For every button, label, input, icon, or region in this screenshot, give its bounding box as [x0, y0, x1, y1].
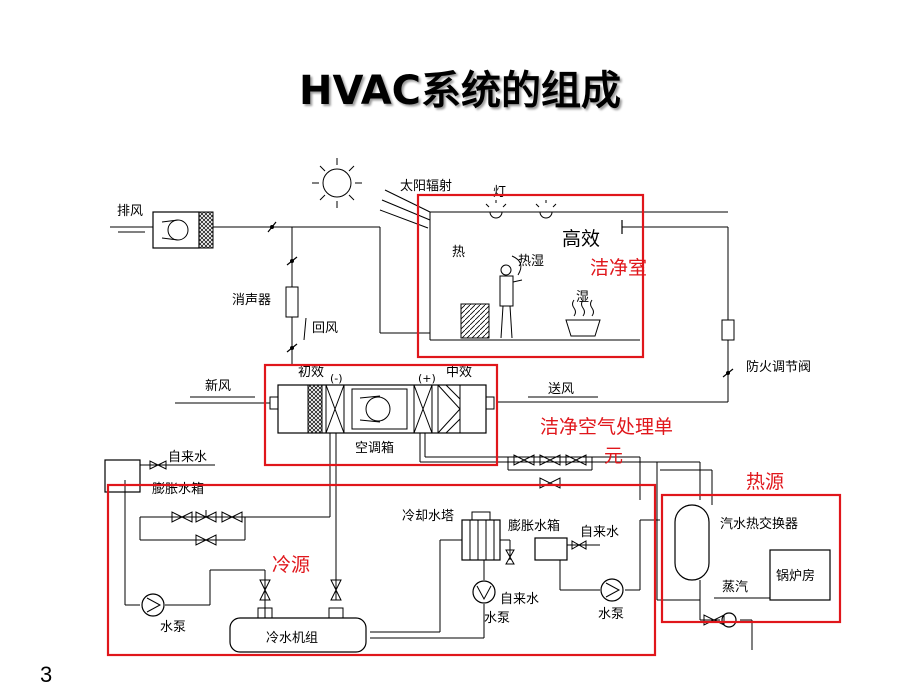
boiler-room-label: 锅炉房: [776, 568, 815, 584]
ahu-label: 空调箱: [355, 440, 394, 456]
fire-damper-valve: [722, 368, 734, 378]
page-number: 3: [40, 662, 53, 687]
expansion-tank-2: [534, 537, 568, 561]
fire-damper-label: 防火调节阀: [746, 359, 811, 375]
person-icon: [499, 255, 523, 339]
primary-filter-label: 初效: [298, 365, 324, 380]
tap-water-label-3: 自来水: [500, 592, 539, 607]
boiler-room: [769, 549, 831, 601]
silencer: [285, 286, 299, 318]
slide-title: HVAC系统的组成: [298, 68, 622, 114]
valve-tap-1: [149, 460, 167, 470]
return-exhaust-duct: [213, 226, 430, 365]
clean-ahu-region: [263, 363, 499, 467]
damper-exhaust: [267, 221, 277, 233]
damper-return-lower: [286, 343, 298, 353]
medium-filter-label: 中效: [446, 365, 472, 380]
chiller-unit: [229, 607, 367, 653]
exhaust-label: 排风: [117, 204, 143, 219]
expansion-tank-label-2: 膨胀水箱: [508, 518, 560, 534]
damper-return-upper: [286, 256, 298, 266]
pump-icon-3: [600, 578, 624, 602]
chiller-label: 冷水机组: [266, 631, 318, 646]
pump-icon-2: [472, 580, 496, 604]
tap-water-label-1: 自来水: [168, 450, 207, 465]
pump-icon-4: [721, 612, 737, 628]
valve-chiller-2: [330, 579, 342, 601]
fresh-air-label: 新风: [205, 378, 231, 394]
valve-group-hot: [513, 454, 587, 489]
cleanroom-region: [416, 193, 645, 359]
positive-pressure-label: (+): [418, 372, 436, 385]
moisture-label: 湿: [576, 290, 589, 305]
clean-ahu-region-label-line2: 元: [604, 445, 623, 467]
heat-source-region-label: 热源: [746, 471, 784, 493]
supply-air-label: 送风: [548, 382, 574, 397]
cleanroom-region-label: 洁净室: [590, 257, 647, 279]
negative-pressure-label: (-): [330, 372, 343, 385]
pump-label-2: 水泵: [484, 611, 510, 626]
cold-source-region: [106, 483, 657, 657]
expansion-tank-1: [104, 459, 141, 493]
cooling-tower: [461, 511, 501, 561]
pump-label-1: 水泵: [160, 620, 186, 635]
lamp-icon: [485, 200, 557, 219]
cleanroom-space: [429, 211, 728, 341]
heat-source-region: [660, 493, 842, 624]
valve-chiller-1: [259, 579, 271, 601]
silencer-label: 消声器: [232, 293, 271, 308]
lamp-label: 灯: [493, 185, 506, 200]
hepa-label: 高效: [562, 228, 600, 250]
clean-ahu-region-label-line1: 洁净空气处理单: [540, 416, 673, 438]
cooling-tower-label: 冷却水塔: [402, 509, 454, 524]
valve-tap-3: [505, 549, 515, 565]
heat-label: 热: [452, 245, 465, 260]
sun-icon: [312, 158, 362, 208]
steam-label: 蒸汽: [722, 580, 748, 595]
steam-water-hx-label: 汽水热交换器: [720, 516, 798, 532]
heat-source-equipment: [460, 303, 490, 339]
fire-damper: [721, 319, 735, 341]
expansion-tank-label-1: 膨胀水箱: [152, 481, 204, 497]
steam-water-heat-exchanger: [674, 504, 710, 581]
exhaust-fan: [152, 211, 214, 249]
humidifier-icon: [565, 299, 601, 337]
return-air-arrow: [303, 317, 307, 341]
air-handling-unit: [269, 384, 495, 434]
valve-tap-2: [571, 540, 587, 550]
solar-radiation-rays: [379, 189, 431, 229]
return-air-label: 回风: [312, 321, 338, 336]
solar-radiation-label: 太阳辐射: [400, 178, 452, 194]
valve-group-cold: [171, 510, 243, 546]
cold-source-region-label: 冷源: [272, 554, 310, 576]
pump-label-3: 水泵: [598, 607, 624, 622]
tap-water-label-2: 自来水: [580, 525, 619, 540]
heat-moisture-label: 热湿: [518, 254, 544, 269]
pump-icon-1: [141, 593, 165, 617]
